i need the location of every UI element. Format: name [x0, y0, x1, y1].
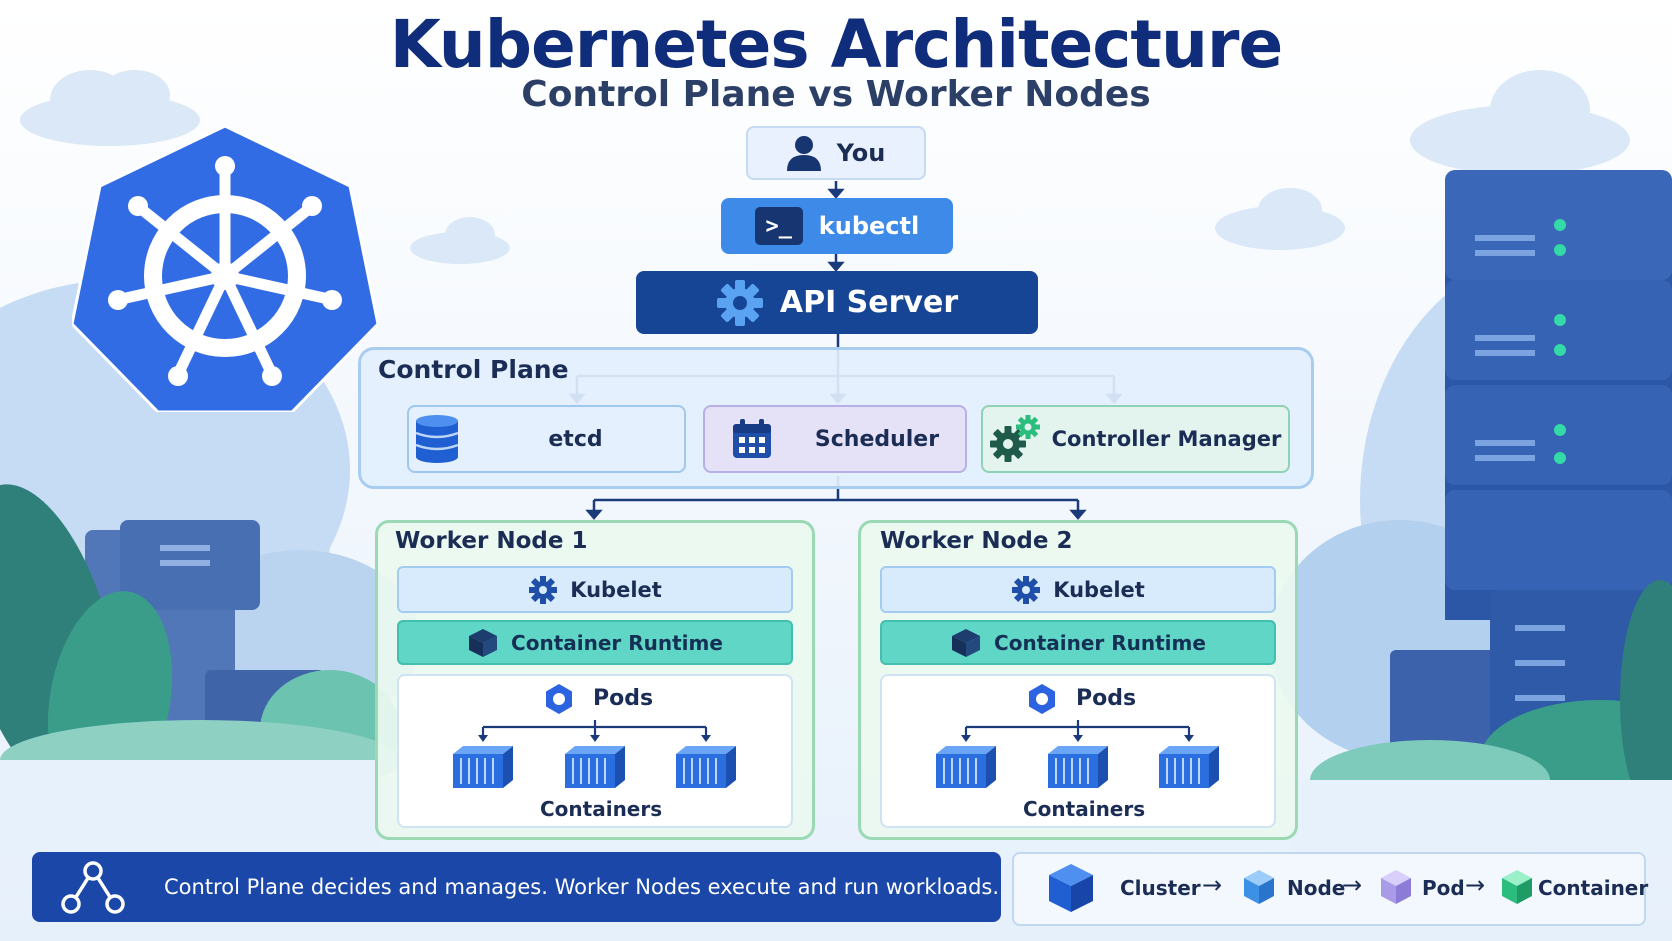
container-icon — [1048, 746, 1108, 788]
containers-label: Containers — [540, 797, 663, 821]
container-runtime-label: Container Runtime — [511, 630, 723, 655]
cube-icon — [469, 628, 498, 657]
controller-manager-label: Controller Manager — [1051, 427, 1282, 451]
kubectl-label: kubectl — [818, 212, 920, 240]
legend-cluster-label: Cluster — [1120, 876, 1201, 900]
pod-cube-icon — [1381, 870, 1411, 904]
gear-icon — [1012, 575, 1041, 604]
kubelet-box: Kubelet — [397, 566, 793, 613]
summary-banner: Control Plane decides and manages. Worke… — [32, 852, 1001, 922]
container-icon — [453, 746, 513, 788]
etcd-label: etcd — [548, 426, 603, 452]
kubelet-label: Kubelet — [570, 577, 662, 602]
containers-label: Containers — [1023, 797, 1146, 821]
user-label: You — [836, 139, 886, 167]
api-server-label: API Server — [779, 285, 959, 320]
node-cube-icon — [1244, 870, 1274, 904]
hierarchy-legend: Cluster → Node → Pod → Container — [1012, 852, 1649, 926]
cube-icon — [952, 628, 981, 657]
legend-arrow: → — [1465, 871, 1486, 899]
gears-icon — [989, 415, 1040, 462]
summary-text: Control Plane decides and manages. Worke… — [164, 875, 1000, 899]
container-runtime-box: Container Runtime — [880, 620, 1276, 665]
scheduler-box: Scheduler — [703, 405, 967, 473]
api-server-box: API Server — [636, 271, 1038, 334]
pods-label: Pods — [1076, 686, 1137, 711]
calendar-icon — [732, 419, 771, 458]
containers-group — [453, 720, 736, 788]
network-icon — [61, 861, 125, 914]
legend-container-label: Container — [1538, 876, 1649, 900]
page-title: Kubernetes Architecture — [389, 6, 1284, 83]
terminal-icon: >_ — [754, 207, 803, 245]
legend-arrow: → — [1342, 871, 1363, 899]
kubernetes-logo — [72, 126, 378, 412]
kubelet-label: Kubelet — [1053, 577, 1145, 602]
controller-manager-box: Controller Manager — [981, 405, 1290, 473]
container-icon — [936, 746, 996, 788]
page-subtitle: Control Plane vs Worker Nodes — [521, 74, 1151, 115]
worker-node-label: Worker Node 2 — [880, 528, 1073, 554]
worker-node-label: Worker Node 1 — [395, 528, 588, 554]
container-icon — [676, 746, 736, 788]
container-runtime-box: Container Runtime — [397, 620, 793, 665]
legend-node-label: Node — [1287, 876, 1346, 900]
user-icon — [786, 136, 821, 171]
user-box: You — [746, 126, 926, 180]
container-runtime-label: Container Runtime — [994, 630, 1206, 655]
control-plane-label: Control Plane — [378, 355, 569, 384]
pod-hexagon-icon — [546, 684, 572, 714]
kubelet-box: Kubelet — [880, 566, 1276, 613]
gear-icon — [716, 279, 763, 326]
pods-label: Pods — [593, 686, 654, 711]
gear-icon — [529, 575, 558, 604]
container-cube-icon — [1502, 870, 1532, 904]
etcd-box: etcd — [407, 405, 686, 473]
database-icon — [415, 415, 459, 463]
container-icon — [565, 746, 625, 788]
containers-group — [936, 720, 1219, 788]
scheduler-label: Scheduler — [814, 426, 940, 452]
pod-hexagon-icon — [1029, 684, 1055, 714]
cluster-cube-icon — [1049, 864, 1093, 912]
container-icon — [1159, 746, 1219, 788]
kubectl-box: >_ kubectl — [721, 198, 953, 254]
legend-pod-label: Pod — [1422, 876, 1465, 900]
legend-arrow: → — [1202, 871, 1223, 899]
